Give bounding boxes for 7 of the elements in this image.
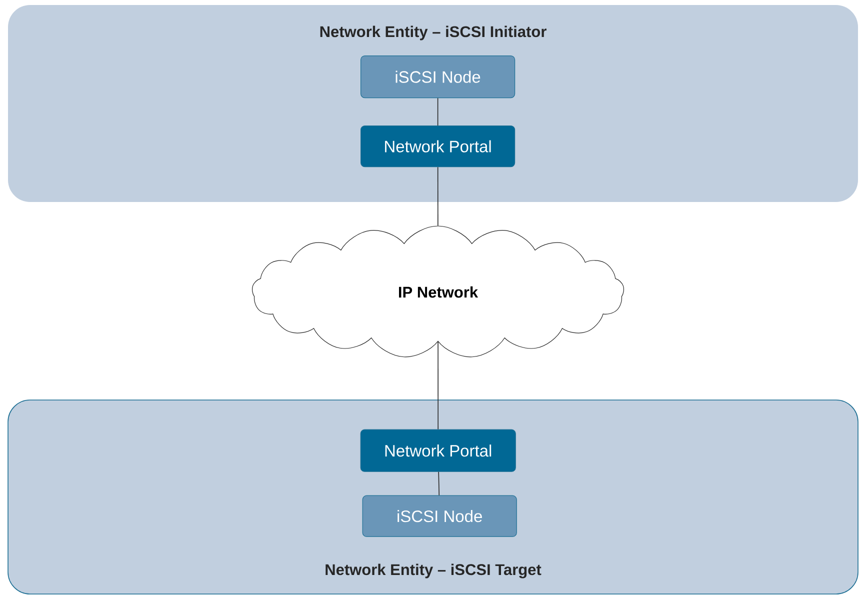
connector-line: [438, 472, 440, 496]
node-box: iSCSI Node: [360, 56, 516, 98]
portal-box: Network Portal: [360, 126, 516, 168]
portal-box: Network Portal: [360, 429, 516, 472]
connector-line: [437, 98, 438, 126]
node-box: iSCSI Node: [362, 495, 517, 537]
connector-line: [437, 166, 438, 226]
